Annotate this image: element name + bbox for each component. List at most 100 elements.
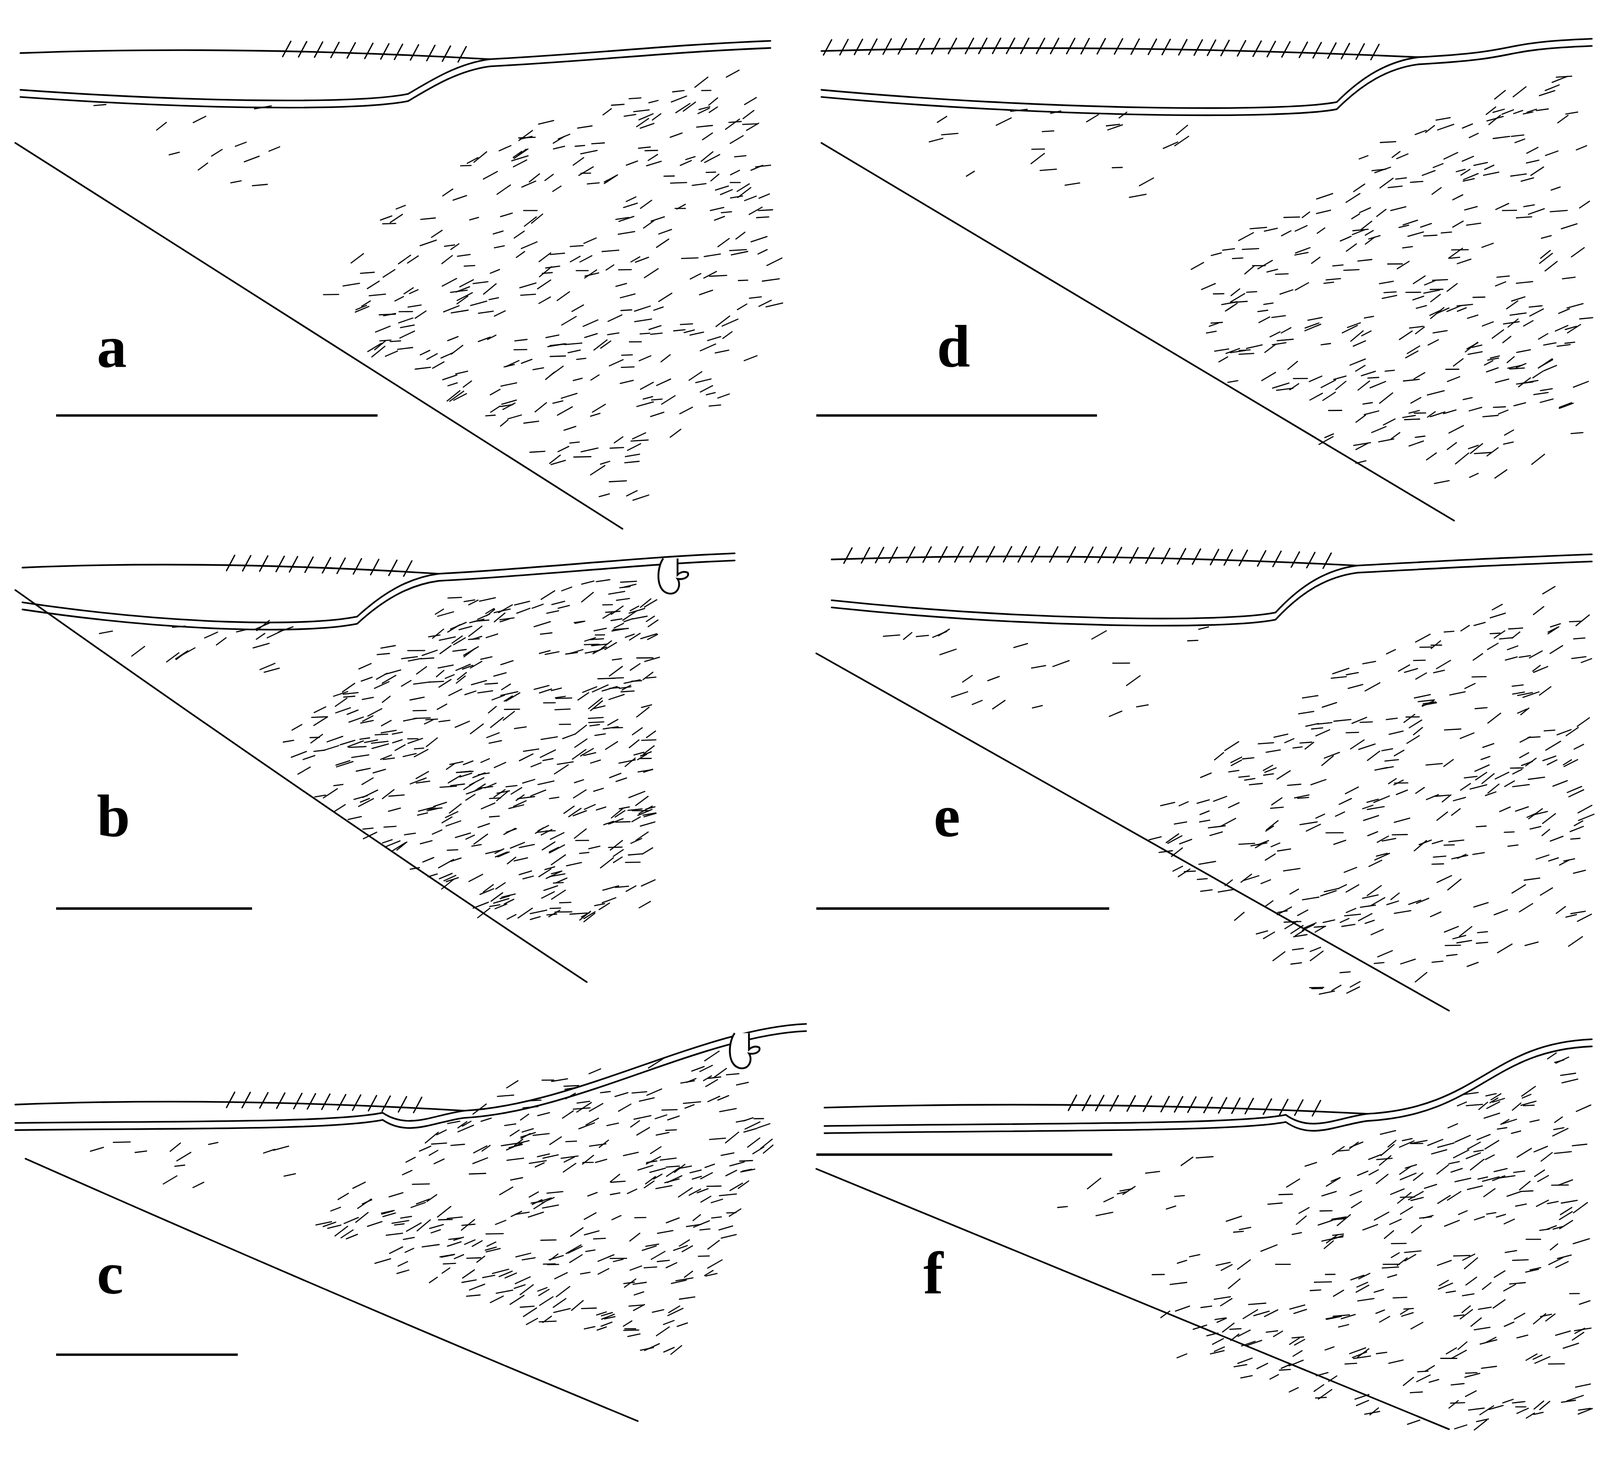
- microtrichia: [480, 656, 492, 660]
- microtrichia: [1573, 869, 1586, 873]
- microtrichia: [1558, 308, 1570, 314]
- microtrichia: [428, 634, 440, 637]
- microtrichia: [589, 724, 600, 726]
- microtrichia: [625, 861, 641, 863]
- microtrichia: [1365, 920, 1375, 924]
- costal-seta: [889, 547, 898, 563]
- microtrichia: [645, 1243, 659, 1246]
- microtrichia: [1460, 783, 1471, 790]
- microtrichia: [1431, 640, 1441, 648]
- microtrichia: [515, 1276, 531, 1284]
- microtrichia: [656, 1132, 670, 1135]
- microtrichia: [451, 1144, 465, 1146]
- costal-seta: [1020, 38, 1029, 54]
- microtrichia: [1474, 764, 1490, 772]
- microtrichia: [1179, 839, 1192, 844]
- microtrichia: [1511, 135, 1524, 137]
- microtrichia: [1366, 799, 1379, 803]
- costal-seta: [337, 557, 346, 574]
- microtrichia: [1213, 292, 1224, 295]
- microtrichia: [504, 1272, 517, 1278]
- costal-seta: [1113, 547, 1122, 563]
- costal-seta: [931, 38, 940, 54]
- microtrichia: [323, 788, 338, 798]
- microtrichia: [506, 785, 517, 787]
- microtrichia: [646, 1160, 657, 1163]
- microtrichia: [703, 271, 717, 279]
- costal-seta: [1237, 40, 1246, 56]
- microtrichia: [432, 361, 444, 369]
- microtrichia: [357, 1198, 372, 1208]
- microtrichia: [1493, 909, 1508, 915]
- microtrichia: [623, 1329, 639, 1330]
- microtrichia: [473, 1103, 487, 1114]
- microtrichia: [506, 1080, 519, 1088]
- microtrichia: [653, 1173, 662, 1179]
- microtrichia: [1523, 320, 1534, 326]
- costal-seta: [1356, 43, 1365, 59]
- microtrichia: [1559, 859, 1569, 865]
- microtrichia: [386, 1232, 403, 1235]
- microtrichia: [1187, 640, 1198, 641]
- microtrichia: [573, 456, 591, 457]
- microtrichia: [540, 632, 552, 634]
- microtrichia: [437, 611, 454, 617]
- microtrichia: [705, 1079, 718, 1086]
- microtrichia: [291, 751, 307, 758]
- microtrichia: [477, 907, 491, 918]
- microtrichia: [1319, 436, 1334, 445]
- microtrichia: [1345, 786, 1359, 794]
- microtrichia: [535, 402, 547, 412]
- microtrichia: [588, 721, 604, 723]
- microtrichia: [1368, 859, 1382, 866]
- microtrichia: [417, 812, 428, 815]
- microtrichia: [1457, 259, 1471, 264]
- microtrichia: [1324, 751, 1340, 758]
- microtrichia: [610, 618, 622, 621]
- microtrichia: [1284, 920, 1298, 929]
- microtrichia: [1538, 333, 1548, 340]
- costal-seta: [394, 44, 403, 60]
- microtrichia: [1284, 738, 1294, 743]
- microtrichia: [456, 675, 466, 684]
- microtrichia: [1540, 398, 1553, 403]
- microtrichia: [549, 1255, 564, 1260]
- microtrichia: [1398, 664, 1410, 672]
- microtrichia: [545, 651, 560, 655]
- microtrichia: [704, 1163, 715, 1167]
- microtrichia: [1579, 201, 1590, 209]
- microtrichia: [360, 720, 374, 723]
- microtrichia: [1346, 732, 1359, 733]
- microtrichia: [549, 844, 565, 853]
- microtrichia: [513, 151, 522, 158]
- microtrichia: [501, 683, 511, 690]
- microtrichia: [996, 117, 1012, 126]
- microtrichia: [1271, 842, 1280, 847]
- microtrichia: [1409, 326, 1424, 328]
- microtrichia: [546, 610, 559, 613]
- microtrichia: [554, 764, 569, 774]
- microtrichia: [482, 1144, 491, 1151]
- microtrichia: [1525, 941, 1539, 946]
- microtrichia: [462, 665, 473, 669]
- microtrichia: [584, 333, 597, 338]
- microtrichia: [375, 734, 388, 735]
- microtrichia: [1444, 844, 1455, 846]
- microtrichia: [1576, 145, 1587, 150]
- microtrichia: [1356, 414, 1366, 423]
- microtrichia: [1250, 227, 1267, 229]
- costal-seta: [1370, 44, 1379, 60]
- microtrichia: [1159, 850, 1173, 853]
- microtrichia: [385, 350, 398, 356]
- microtrichia: [573, 810, 587, 816]
- microtrichia: [462, 1120, 472, 1126]
- microtrichia: [530, 909, 547, 914]
- microtrichia: [484, 783, 497, 788]
- microtrichia: [1474, 622, 1486, 626]
- microtrichia: [1321, 343, 1331, 345]
- microtrichia: [1529, 308, 1544, 317]
- microtrichia: [614, 1092, 629, 1097]
- microtrichia: [1493, 406, 1506, 408]
- microtrichia: [1302, 897, 1320, 900]
- microtrichia: [392, 739, 403, 743]
